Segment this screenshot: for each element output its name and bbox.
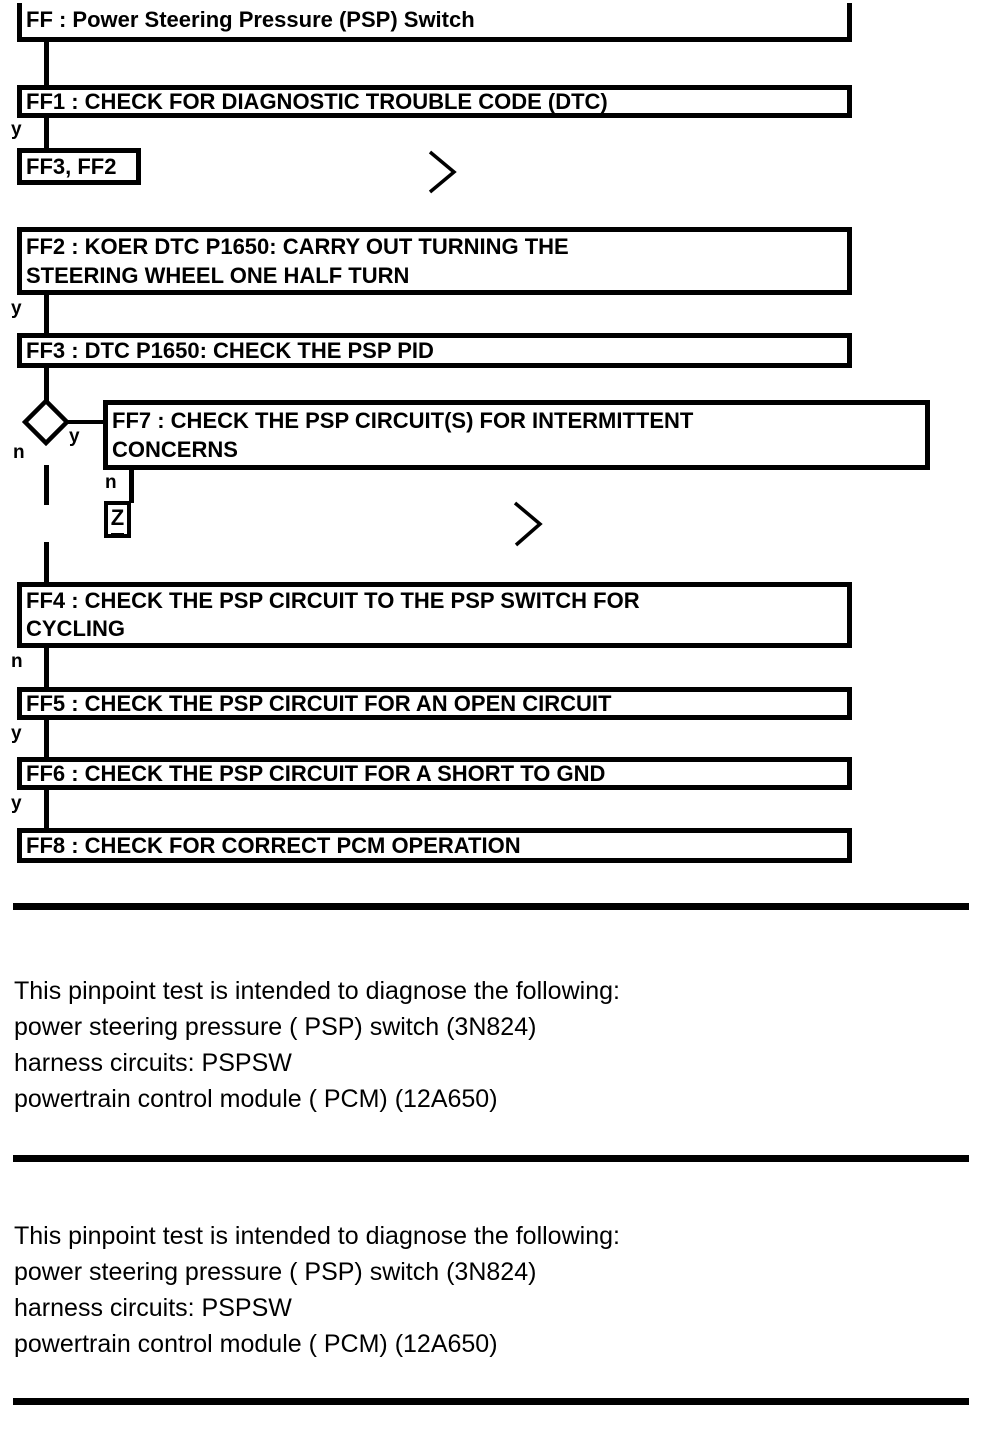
node-ff8: FF8 : CHECK FOR CORRECT PCM OPERATION — [17, 828, 852, 863]
note-paragraph-1-line3: harness circuits: PSPSW — [14, 1049, 292, 1077]
note-paragraph-2-line3: harness circuits: PSPSW — [14, 1294, 292, 1322]
note-paragraph-2-line1: This pinpoint test is intended to diagno… — [14, 1222, 620, 1250]
branch-label-decision-no: n — [13, 442, 25, 463]
connector-decision-ff4-dash1 — [44, 465, 49, 505]
node-ff7-label-line2: CONCERNS — [112, 437, 238, 462]
branch-label-ff7-no: n — [105, 472, 117, 493]
note-paragraph-2: This pinpoint test is intended to diagno… — [14, 1218, 964, 1362]
connector-ff7-z — [129, 470, 134, 503]
branch-label-decision-yes: y — [69, 426, 80, 447]
node-ff-title: FF : Power Steering Pressure (PSP) Switc… — [17, 3, 852, 42]
node-ff2-label-line2: STEERING WHEEL ONE HALF TURN — [26, 263, 410, 288]
connector-ff5-ff6 — [44, 720, 49, 757]
ref-box-ff3-ff2-label: FF3, FF2 — [26, 153, 117, 179]
connector-ff4-ff5 — [44, 648, 49, 687]
branch-label-ff5-yes: y — [11, 723, 22, 744]
note-paragraph-1-line2: power steering pressure ( PSP) switch (3… — [14, 1013, 537, 1041]
node-ff2-label-line1: FF2 : KOER DTC P1650: CARRY OUT TURNING … — [26, 234, 569, 259]
node-ff4-label-line2: CYCLING — [26, 616, 125, 641]
chevron-right-icon — [513, 501, 543, 547]
node-ff4-label-line1: FF4 : CHECK THE PSP CIRCUIT TO THE PSP S… — [26, 588, 640, 613]
node-ff3-label: FF3 : DTC P1650: CHECK THE PSP PID — [26, 337, 434, 363]
note-paragraph-1-line4: powertrain control module ( PCM) (12A650… — [14, 1085, 498, 1113]
node-ff4: FF4 : CHECK THE PSP CIRCUIT TO THE PSP S… — [17, 582, 852, 648]
node-ff-title-label: FF : Power Steering Pressure (PSP) Switc… — [26, 7, 475, 32]
ref-box-ff3-ff2[interactable]: FF3, FF2 — [17, 148, 141, 185]
connector-ff2-ff3 — [44, 295, 49, 333]
node-ff1: FF1 : CHECK FOR DIAGNOSTIC TROUBLE CODE … — [17, 85, 852, 118]
note-paragraph-2-line4: powertrain control module ( PCM) (12A650… — [14, 1330, 498, 1358]
node-ff5-label: FF5 : CHECK THE PSP CIRCUIT FOR AN OPEN … — [26, 690, 612, 716]
node-ff5: FF5 : CHECK THE PSP CIRCUIT FOR AN OPEN … — [17, 687, 852, 720]
branch-label-ff6-yes: y — [11, 793, 22, 814]
node-ff3: FF3 : DTC P1650: CHECK THE PSP PID — [17, 333, 852, 368]
node-ff1-label: FF1 : CHECK FOR DIAGNOSTIC TROUBLE CODE … — [26, 88, 608, 114]
ref-box-z-label: Z — [110, 505, 125, 534]
node-ff7: FF7 : CHECK THE PSP CIRCUIT(S) FOR INTER… — [103, 400, 930, 470]
connector-ff6-ff8 — [44, 790, 49, 828]
ref-box-z[interactable]: Z — [104, 501, 131, 538]
connector-ff1-ref — [44, 118, 49, 148]
divider-rule-1 — [13, 903, 969, 910]
node-ff2: FF2 : KOER DTC P1650: CARRY OUT TURNING … — [17, 227, 852, 295]
node-ff6-label: FF6 : CHECK THE PSP CIRCUIT FOR A SHORT … — [26, 760, 606, 786]
branch-label-ff1-yes: y — [11, 119, 22, 140]
connector-ff3-decision — [44, 368, 49, 401]
divider-rule-2 — [13, 1155, 969, 1162]
branch-label-ff4-no: n — [11, 651, 23, 672]
chevron-right-icon — [428, 150, 457, 194]
note-paragraph-1: This pinpoint test is intended to diagno… — [14, 973, 964, 1117]
decision-diamond-icon — [22, 398, 70, 446]
node-ff6: FF6 : CHECK THE PSP CIRCUIT FOR A SHORT … — [17, 757, 852, 790]
connector-decision-ff7 — [64, 420, 103, 424]
connector-decision-ff4-dash2 — [44, 542, 49, 582]
node-ff8-label: FF8 : CHECK FOR CORRECT PCM OPERATION — [26, 832, 521, 858]
divider-rule-3 — [13, 1398, 969, 1405]
note-paragraph-2-line2: power steering pressure ( PSP) switch (3… — [14, 1258, 537, 1286]
node-ff7-label-line1: FF7 : CHECK THE PSP CIRCUIT(S) FOR INTER… — [112, 408, 694, 433]
connector-ff-ff1 — [44, 42, 49, 85]
branch-label-ff2-yes: y — [11, 298, 22, 319]
note-paragraph-1-line1: This pinpoint test is intended to diagno… — [14, 977, 620, 1005]
